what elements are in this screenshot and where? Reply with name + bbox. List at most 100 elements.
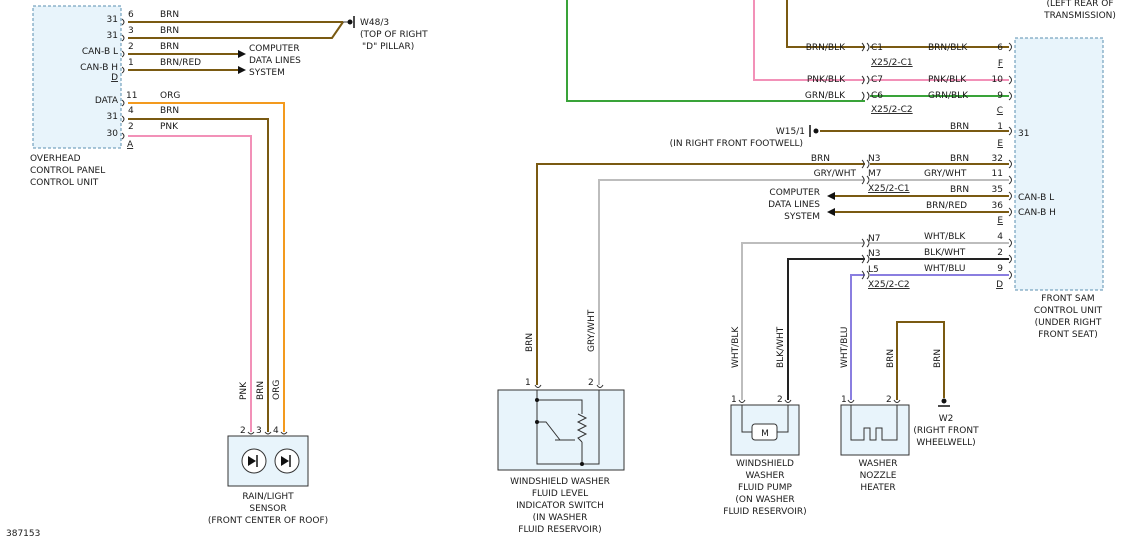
sensor-element-icon <box>241 448 300 474</box>
svg-text:PNK: PNK <box>160 122 179 132</box>
w2-location-1: (RIGHT FRONT <box>913 426 979 436</box>
svg-text:E: E <box>997 139 1003 149</box>
overhead-control-unit-box <box>32 5 122 149</box>
switch-name-3: INDICATOR SWITCH <box>516 501 604 511</box>
sam-wires <box>536 42 1012 400</box>
svg-text:X25/2-C1: X25/2-C1 <box>871 58 913 68</box>
svg-text:BRN: BRN <box>160 42 179 52</box>
svg-text:M7: M7 <box>868 169 882 179</box>
heater-pin-2: 2 <box>886 395 892 405</box>
svg-text:1: 1 <box>997 122 1003 132</box>
pump-wire-blkwht: BLK/WHT <box>776 326 786 368</box>
switch-name-2: FLUID LEVEL <box>532 489 588 499</box>
heater-wire-brn: BRN <box>886 349 896 368</box>
svg-text:BRN: BRN <box>160 106 179 116</box>
computer-data-lines-mid-2: DATA LINES <box>768 200 820 210</box>
overhead-pin-canbl: CAN-B L <box>82 47 118 57</box>
svg-text:PNK/BLK: PNK/BLK <box>928 75 967 85</box>
w48-location-2: "D" PILLAR) <box>362 42 414 52</box>
top-right-note-2: TRANSMISSION) <box>1043 11 1116 21</box>
svg-text:10: 10 <box>992 75 1004 85</box>
svg-text:ORG: ORG <box>272 380 282 400</box>
pump-name-4: (ON WASHER <box>735 495 794 505</box>
rain-sensor-name-1: RAIN/LIGHT <box>242 492 294 502</box>
computer-data-lines-mid-3: SYSTEM <box>784 212 820 222</box>
svg-text:C1: C1 <box>871 43 883 53</box>
svg-text:N3: N3 <box>868 249 880 259</box>
overhead-pin-canbh: CAN-B H <box>80 63 118 73</box>
sam-pin-canbh: CAN-B H <box>1018 208 1056 218</box>
svg-text:WHT/BLU: WHT/BLU <box>924 264 966 274</box>
svg-text:4: 4 <box>273 426 279 436</box>
svg-text:4: 4 <box>997 232 1003 242</box>
sam-connector-codes: C1 C7 C6 N3 M7 N7 N3 L5 <box>868 43 883 275</box>
front-sam-box <box>1014 37 1104 291</box>
overhead-connector-d: D <box>111 73 118 83</box>
w2-ground-icon <box>938 398 950 407</box>
fluid-level-switch-box <box>497 389 625 471</box>
sam-pin-31: 31 <box>1018 129 1029 139</box>
switch-name-1: WINDSHIELD WASHER <box>510 477 610 487</box>
svg-text:C7: C7 <box>871 75 883 85</box>
diagram-id: 387153 <box>6 529 40 538</box>
pump-pin-2: 2 <box>777 395 783 405</box>
svg-text:11: 11 <box>126 91 137 101</box>
svg-text:2: 2 <box>997 248 1003 258</box>
svg-text:E: E <box>997 216 1003 226</box>
svg-text:GRY/WHT: GRY/WHT <box>924 169 967 179</box>
svg-text:2: 2 <box>128 122 134 132</box>
svg-text:6: 6 <box>128 10 134 20</box>
motor-icon: M <box>738 399 792 441</box>
rain-sensor-pin-numbers: 2 3 4 <box>240 426 279 436</box>
svg-text:ORG: ORG <box>160 91 180 101</box>
w48-ground-icon <box>343 16 355 28</box>
overhead-pin-31b: 31 <box>107 31 118 41</box>
w48-location-1: (TOP OF RIGHT <box>360 30 428 40</box>
w15-location: (IN RIGHT FRONT FOOTWELL) <box>670 139 803 149</box>
overhead-pin-31c: 31 <box>107 112 118 122</box>
svg-text:35: 35 <box>992 185 1003 195</box>
upper-wires <box>566 0 865 102</box>
w48-label: W48/3 <box>360 18 389 28</box>
svg-text:BRN/BLK: BRN/BLK <box>806 43 846 53</box>
overhead-connector-a: A <box>127 140 134 150</box>
svg-text:32: 32 <box>992 154 1003 164</box>
svg-text:BRN: BRN <box>256 381 266 400</box>
overhead-cavity-numbers: 6 3 2 1 11 4 2 <box>126 10 137 132</box>
switch-wire-grywht: GRY/WHT <box>587 309 597 352</box>
w2-label: W2 <box>939 414 954 424</box>
svg-text:PNK: PNK <box>239 381 249 400</box>
overhead-name-3: CONTROL UNIT <box>30 178 99 188</box>
computer-data-lines-left-2: DATA LINES <box>249 56 301 66</box>
rain-sensor-name-2: SENSOR <box>249 504 286 514</box>
svg-text:BRN/BLK: BRN/BLK <box>928 43 968 53</box>
sam-name-2: CONTROL UNIT <box>1034 306 1103 316</box>
pump-name-1: WINDSHIELD <box>736 459 794 469</box>
svg-text:BRN: BRN <box>160 26 179 36</box>
sam-connector-letters: F C E E D <box>996 59 1003 290</box>
pump-name-2: WASHER <box>746 471 785 481</box>
svg-text:GRN/BLK: GRN/BLK <box>805 91 846 101</box>
switch-pin-1: 1 <box>525 378 531 388</box>
overhead-pin-30: 30 <box>107 129 119 139</box>
rain-sensor-name-3: (FRONT CENTER OF ROOF) <box>208 516 328 526</box>
heater-ground-wire <box>896 321 945 400</box>
motor-symbol: M <box>761 429 769 439</box>
heater-element-icon <box>847 399 901 441</box>
computer-data-lines-mid-1: COMPUTER <box>769 188 820 198</box>
sam-left-wire-labels: BRN/BLK PNK/BLK GRN/BLK BRN GRY/WHT <box>805 43 857 179</box>
switch-pin-2: 2 <box>588 378 594 388</box>
sam-canl-wire: BRN <box>950 185 969 195</box>
sam-harness-labels: X25/2-C1 X25/2-C2 X25/2-C1 X25/2-C2 <box>868 58 913 290</box>
svg-text:F: F <box>998 59 1003 69</box>
svg-text:6: 6 <box>997 43 1003 53</box>
heater-name-1: WASHER <box>859 459 898 469</box>
overhead-wire-labels: BRN BRN BRN BRN/RED ORG BRN PNK <box>160 10 201 132</box>
w2-location-2: WHEELWELL) <box>916 438 975 448</box>
arrow-icon <box>827 192 835 200</box>
sam-pin-canbl: CAN-B L <box>1018 193 1054 203</box>
svg-text:36: 36 <box>992 201 1004 211</box>
w15-label: W15/1 <box>776 127 805 137</box>
sam-name-4: FRONT SEAT) <box>1038 330 1097 340</box>
svg-text:9: 9 <box>997 264 1003 274</box>
